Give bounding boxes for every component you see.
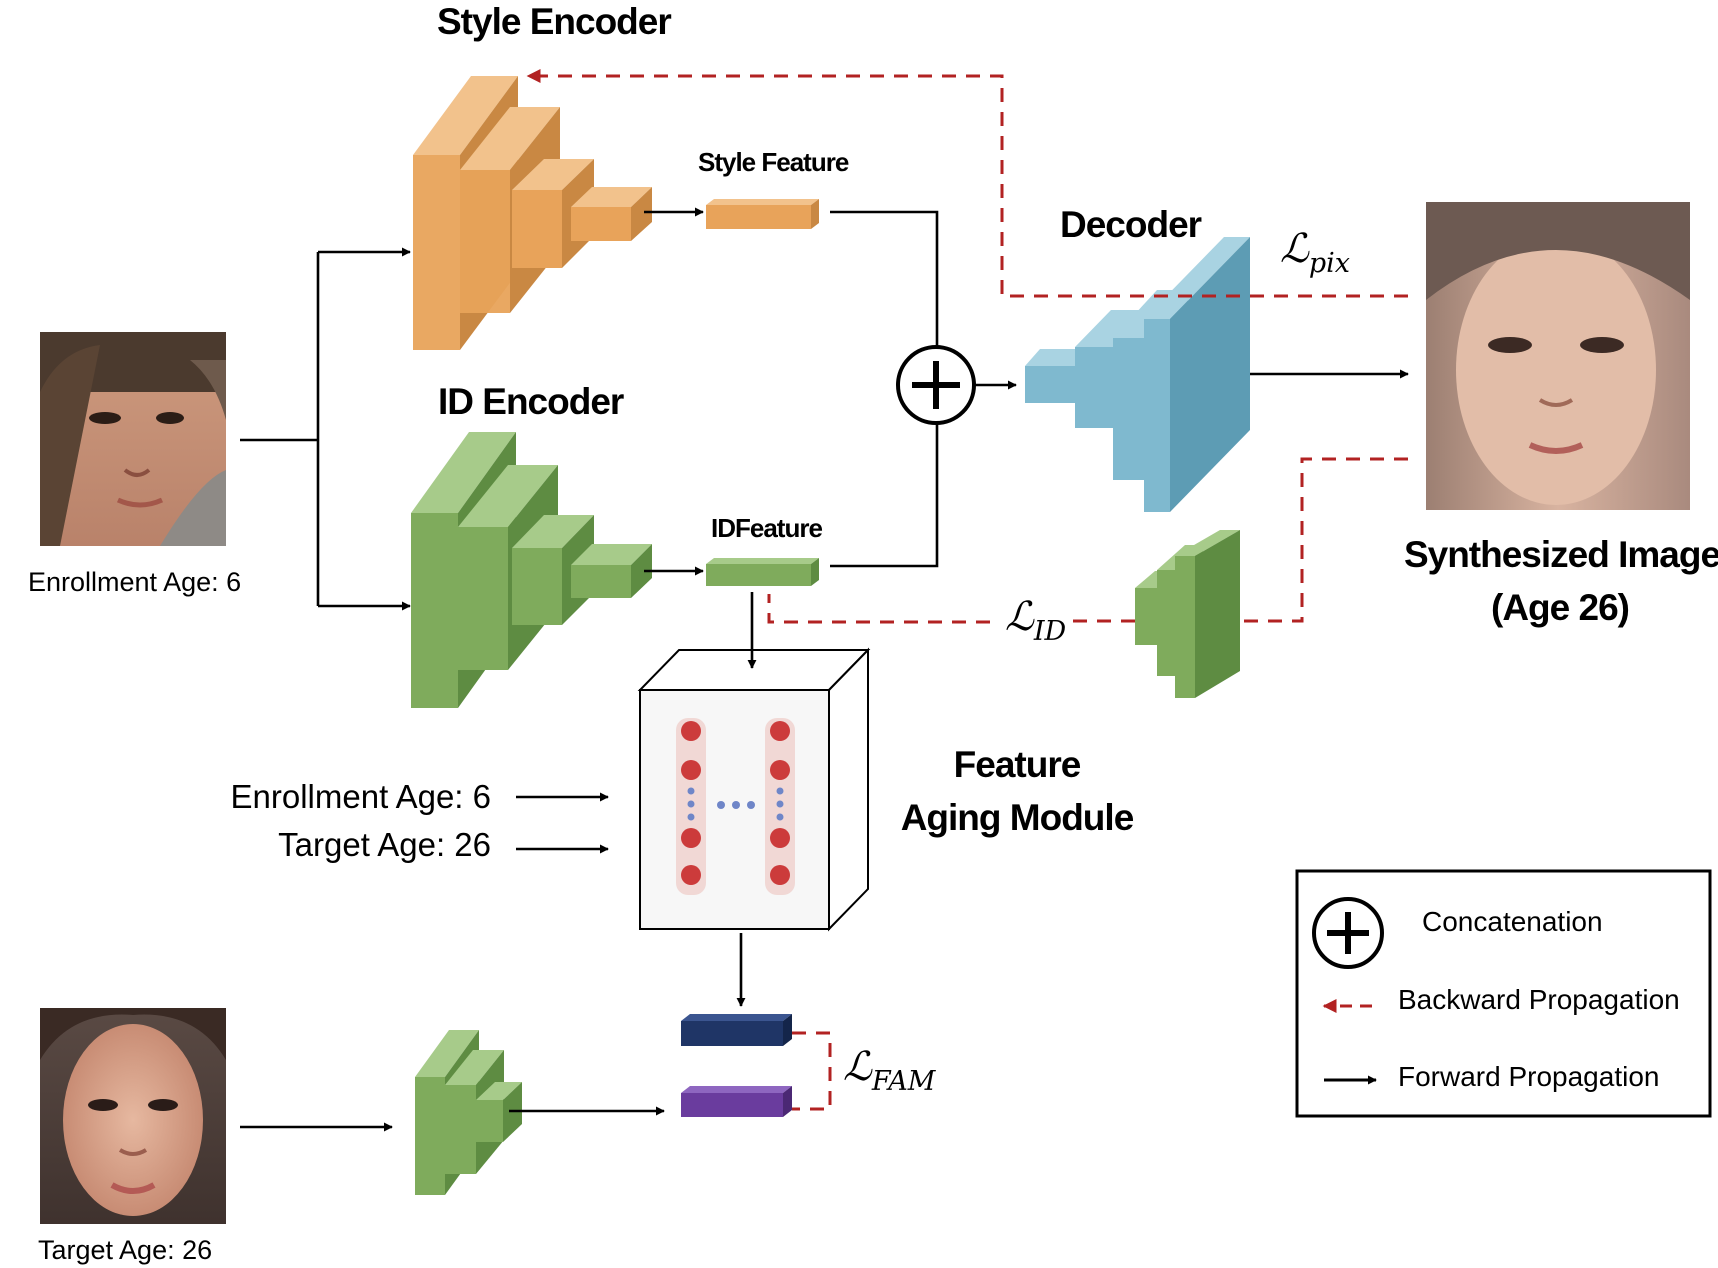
style-encoder-title: Style Encoder [437, 1, 671, 42]
legend-forward-label: Forward Propagation [1398, 1061, 1659, 1092]
target-photo [40, 1008, 226, 1224]
target-feature-bar [681, 1086, 792, 1117]
loss-pix-label: ℒpix [1280, 226, 1350, 279]
legend-concatenation-label: Concatenation [1422, 906, 1603, 937]
feature-aging-title-line2: Aging Module [901, 797, 1134, 838]
legend-circled-plus-icon [1312, 897, 1384, 969]
id-feature-label: IDFeature [711, 513, 822, 543]
decoder-title: Decoder [1060, 204, 1202, 245]
feature-aging-title-line1: Feature [954, 744, 1081, 785]
style-feature-label: Style Feature [698, 147, 849, 177]
target-age-caption: Target Age: 26 [38, 1235, 212, 1265]
id-encoder-title: ID Encoder [438, 381, 624, 422]
legend-backward-label: Backward Propagation [1398, 984, 1680, 1015]
decoder-block [1025, 237, 1250, 512]
neuron-layer-right [770, 721, 790, 885]
style-feature-bar [706, 199, 819, 229]
synthesized-photo [1426, 202, 1690, 510]
id-feature-bar [706, 558, 819, 586]
backward-arrows [526, 69, 1408, 1111]
feature-aging-module-box [637, 647, 871, 932]
legend: Concatenation Backward Propagation Forwa… [1295, 869, 1712, 1118]
style-encoder-block [413, 76, 652, 350]
id-encoder-block [411, 432, 652, 708]
ellipsis-dots [717, 801, 755, 809]
synthesized-image-title-line1: Synthesized Image [1404, 534, 1718, 575]
circled-plus-icon [896, 345, 976, 425]
forward-arrows [240, 207, 1409, 1132]
enrollment-age-caption: Enrollment Age: 6 [28, 567, 241, 597]
enrollment-photo [40, 332, 226, 546]
loss-fam-label: ℒFAM [843, 1044, 937, 1097]
neuron-layer-left [681, 721, 701, 885]
aged-feature-bar [681, 1014, 792, 1046]
synthesized-image-title-line2: (Age 26) [1491, 587, 1629, 628]
loss-id-label: ℒID [1005, 594, 1066, 647]
id-loss-network [1135, 530, 1240, 698]
fam-input-target-age: Target Age: 26 [278, 826, 491, 863]
fam-input-enrollment-age: Enrollment Age: 6 [231, 778, 492, 815]
target-encoder-block [415, 1030, 522, 1195]
